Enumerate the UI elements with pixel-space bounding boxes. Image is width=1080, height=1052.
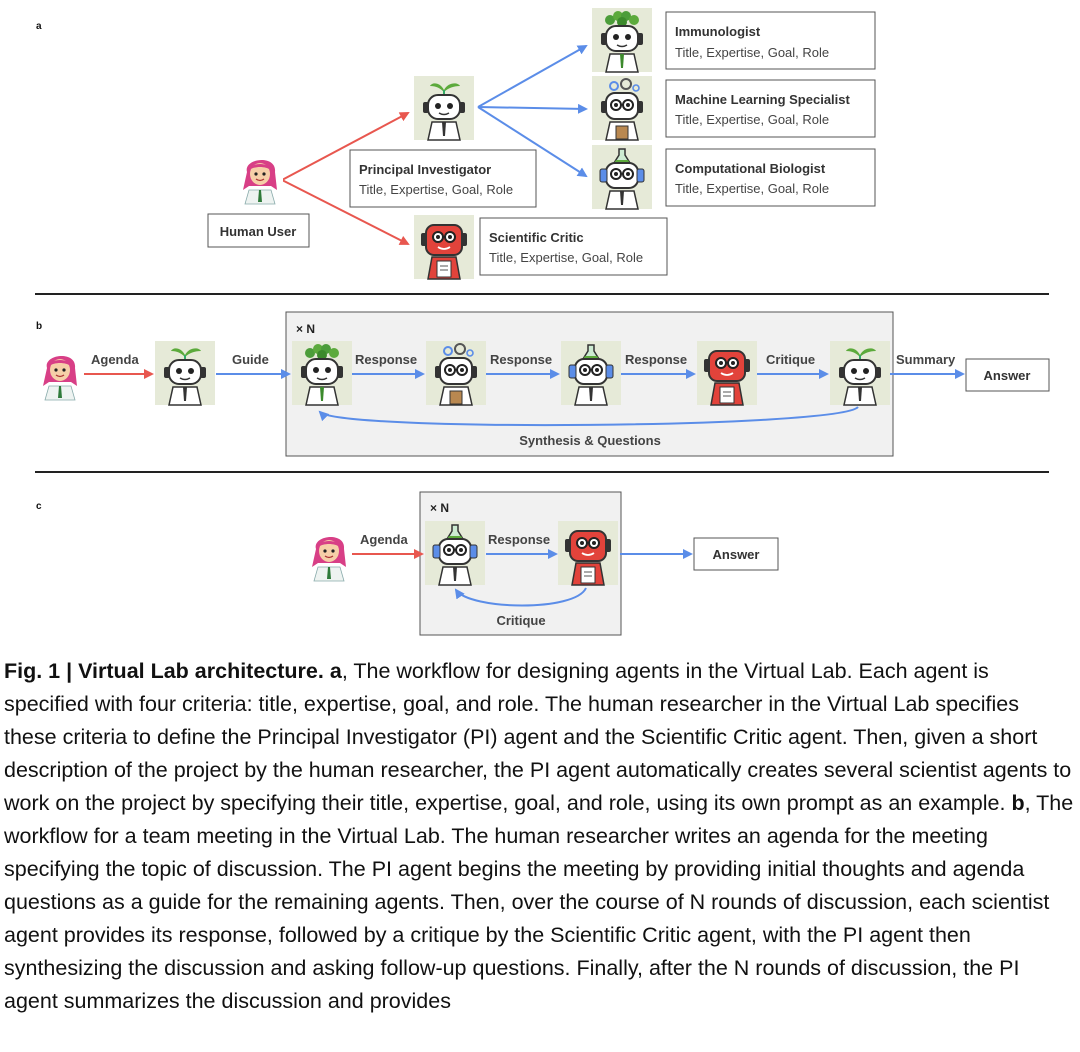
panel-letter-a: a [36, 21, 42, 32]
computational-biologist-robot-icon-b [560, 340, 622, 406]
critic-box [479, 217, 668, 276]
scientific-critic-robot-icon-b [696, 340, 758, 406]
critique-label-c: Critique [496, 613, 545, 628]
human-user-box [207, 213, 310, 248]
response-label-2: Response [490, 352, 552, 367]
arrow-critique-loop-c [454, 587, 587, 607]
repeat-label-c: × N [430, 501, 449, 515]
human-user-icon [236, 149, 284, 205]
immunologist-title: Immunologist [675, 24, 761, 39]
response-label-c: Response [488, 532, 550, 547]
pi-title: Principal Investigator [359, 162, 491, 177]
answer-box-c [693, 537, 779, 571]
scientific-critic-robot-icon-c [557, 520, 619, 586]
answer-label-b: Answer [984, 368, 1031, 383]
synthesis-label: Synthesis & Questions [519, 433, 661, 448]
arrow-synthesis-loop [318, 406, 859, 427]
agenda-label-c: Agenda [360, 532, 408, 547]
summary-label: Summary [896, 352, 956, 367]
immunologist-robot-icon [591, 7, 653, 73]
ml-criteria: Title, Expertise, Goal, Role [675, 112, 829, 127]
caption-a-text: , The workflow for designing agents in t… [4, 659, 1072, 815]
caption-fig-label: Fig. 1 | Virtual Lab architecture. [4, 659, 324, 683]
ml-box [665, 79, 876, 138]
arrow-pi-to-ml [477, 103, 588, 114]
caption-b-text: , The workflow for a team meeting in the… [4, 791, 1074, 1013]
comp-bio-title: Computational Biologist [675, 161, 826, 176]
answer-label-c: Answer [713, 547, 760, 562]
arrow-pi-to-immunologist [477, 45, 588, 108]
pi-robot-icon [413, 75, 475, 141]
pi-robot-icon-b-end [829, 340, 891, 406]
human-user-icon-b [36, 345, 84, 401]
immunologist-robot-icon-b [291, 340, 353, 406]
ml-title: Machine Learning Specialist [675, 92, 850, 107]
pi-criteria: Title, Expertise, Goal, Role [359, 182, 513, 197]
virtual-lab-diagram: a Human User Principal Investigator Titl… [35, 7, 1050, 636]
immunologist-criteria: Title, Expertise, Goal, Role [675, 45, 829, 60]
computational-biologist-robot-icon-c [424, 520, 486, 586]
answer-box-b [965, 358, 1050, 392]
repeat-label-b: × N [296, 322, 315, 336]
comp-bio-box [665, 148, 876, 207]
scientific-critic-robot-icon [413, 214, 475, 280]
ml-specialist-robot-icon [591, 75, 653, 141]
response-label-1: Response [355, 352, 417, 367]
critic-criteria: Title, Expertise, Goal, Role [489, 250, 643, 265]
human-user-icon-c [305, 526, 353, 582]
panel-letter-b: b [36, 321, 42, 332]
human-user-label: Human User [220, 224, 297, 239]
response-label-3: Response [625, 352, 687, 367]
pi-robot-icon-b [154, 340, 216, 406]
arrow-user-to-pi [281, 112, 410, 181]
caption-b-label: b [1011, 791, 1025, 815]
comp-bio-criteria: Title, Expertise, Goal, Role [675, 181, 829, 196]
critique-label-b: Critique [766, 352, 815, 367]
computational-biologist-robot-icon [591, 144, 653, 210]
panel-letter-c: c [36, 501, 42, 512]
figure-caption: Fig. 1 | Virtual Lab architecture. a, Th… [4, 655, 1074, 1018]
agenda-label-b: Agenda [91, 352, 139, 367]
ml-specialist-robot-icon-b [425, 340, 487, 406]
immunologist-box [665, 11, 876, 70]
guide-label: Guide [232, 352, 269, 367]
arrow-pi-to-comp-bio [477, 106, 588, 178]
pi-box [349, 149, 537, 208]
caption-a-label: a [329, 659, 342, 683]
critic-title: Scientific Critic [489, 230, 584, 245]
arrow-user-to-critic [281, 179, 410, 245]
